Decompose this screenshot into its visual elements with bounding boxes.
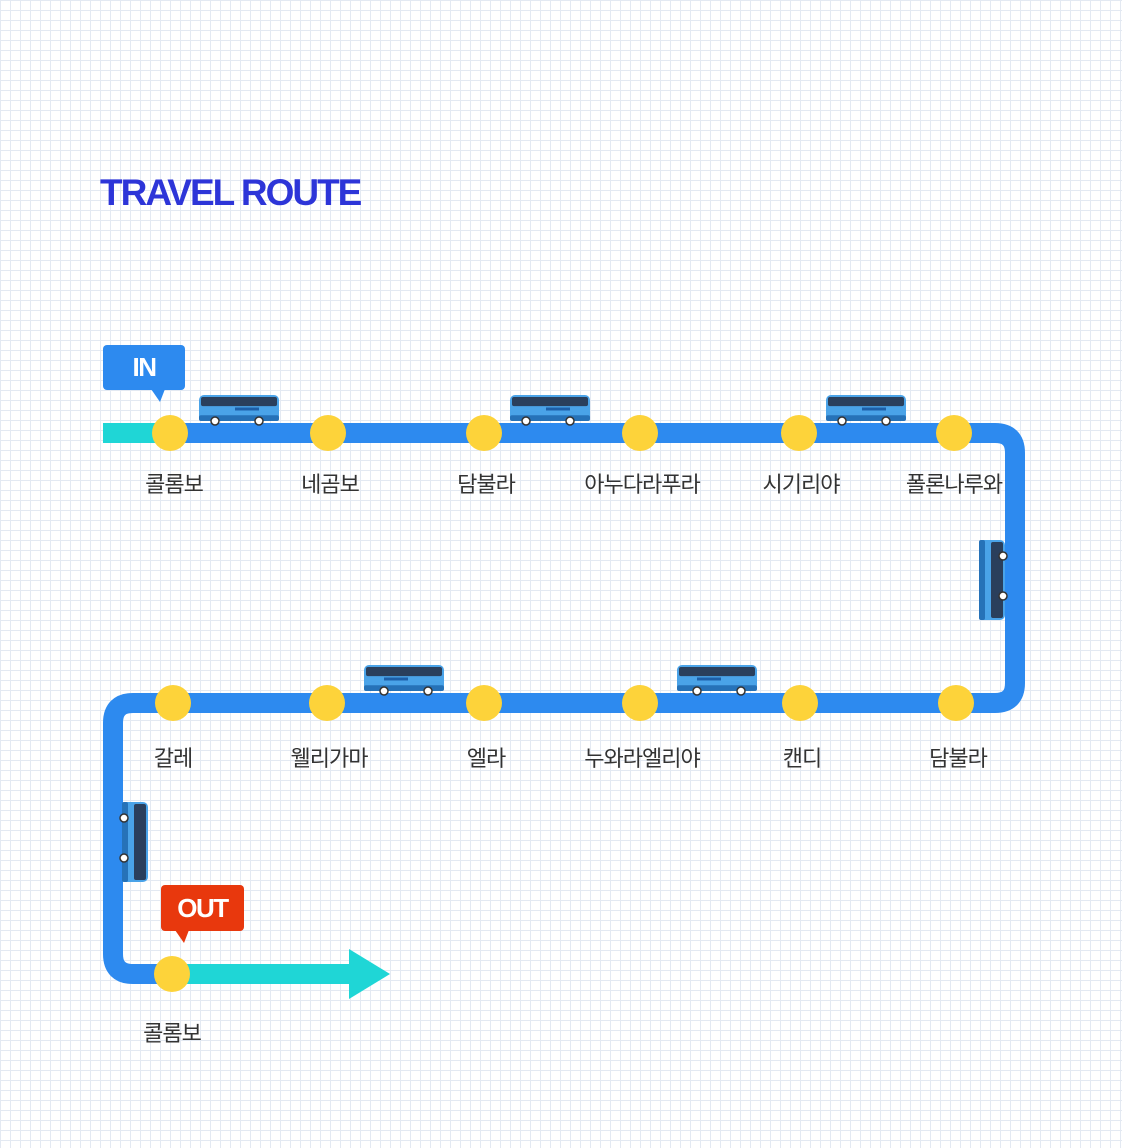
stop-label: 콜롬보	[145, 473, 204, 498]
stop-label: 네곰보	[301, 473, 360, 498]
bus-icon	[510, 395, 590, 426]
stop-label: 웰리가마	[290, 747, 369, 772]
stop-label: 아누다라푸라	[584, 473, 700, 498]
in-badge: IN	[103, 345, 185, 402]
stop-marker	[936, 415, 972, 451]
stop-label: 담불라	[929, 747, 988, 772]
stop-marker	[152, 415, 188, 451]
stop-marker	[781, 415, 817, 451]
main-route	[103, 423, 1025, 984]
stop-marker	[155, 685, 191, 721]
stop-label: 캔디	[782, 747, 822, 772]
stop-marker	[622, 685, 658, 721]
stop-label: 엘라	[466, 747, 506, 772]
stop-label: 담불라	[457, 473, 516, 498]
arrow-icon	[349, 949, 390, 999]
stop-marker	[309, 685, 345, 721]
out-badge: OUT	[161, 885, 244, 943]
bus-icon	[119, 802, 148, 882]
buses	[119, 395, 1008, 882]
stop-marker	[622, 415, 658, 451]
stops	[152, 415, 974, 992]
stop-marker	[310, 415, 346, 451]
bus-icon	[364, 665, 444, 696]
bus-icon	[199, 395, 279, 426]
bus-icon	[826, 395, 906, 426]
stop-label: 폴론나루와	[905, 473, 1003, 498]
stop-label: 갈레	[153, 747, 193, 772]
page-title: TRAVEL ROUTE	[100, 172, 362, 213]
stop-marker	[466, 415, 502, 451]
stop-marker	[154, 956, 190, 992]
stop-marker	[938, 685, 974, 721]
stop-label: 콜롬보	[143, 1022, 202, 1047]
stop-marker	[466, 685, 502, 721]
stop-label: 시기리야	[762, 473, 841, 498]
bus-icon	[979, 540, 1008, 620]
bus-icon	[677, 665, 757, 696]
stop-label: 누와라엘리야	[584, 747, 700, 772]
stop-marker	[782, 685, 818, 721]
